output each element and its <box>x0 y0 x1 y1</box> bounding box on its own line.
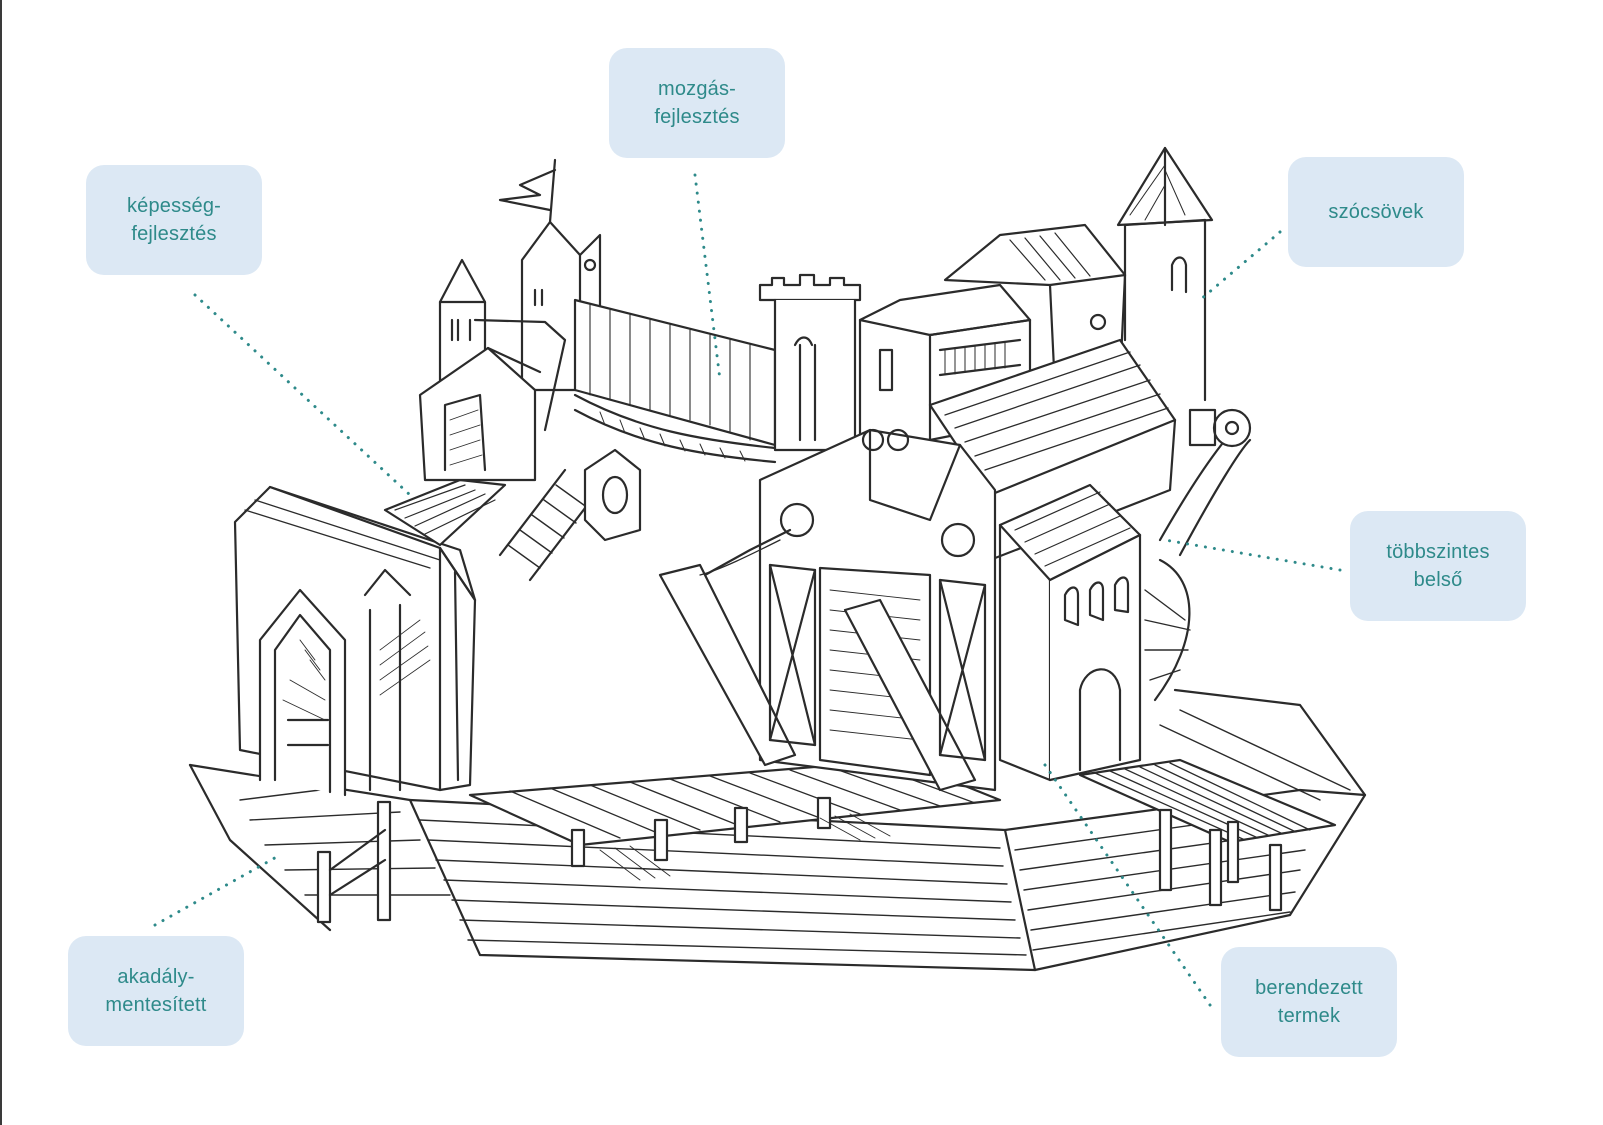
chain <box>699 539 781 576</box>
label-szocsovek-line1: szócsövek <box>1328 201 1424 223</box>
leader-line-kepesseg <box>193 293 412 497</box>
label-akadalymentesitett: akadály- mentesített <box>68 936 244 1046</box>
label-berendezett-line2: termek <box>1277 1005 1341 1027</box>
leader-line-szocsovek <box>1198 230 1282 302</box>
label-tobbszintes-line2: belső <box>1413 569 1463 591</box>
front-boardwalk <box>468 758 1002 881</box>
ramp-ladder <box>383 448 642 582</box>
leader-line-akadaly <box>153 853 282 927</box>
label-berendezett-termek: berendezett termek <box>1221 947 1397 1057</box>
label-berendezett-line1: berendezett <box>1255 977 1363 999</box>
label-akadaly-line2: mentesített <box>105 994 207 1016</box>
label-kepesseg-fejlesztes: képesség- fejlesztés <box>86 165 262 275</box>
label-kepesseg-line2: fejlesztés <box>131 223 217 245</box>
label-kepesseg-line1: képesség- <box>126 195 222 217</box>
leader-line-tobbszintes <box>1163 538 1342 572</box>
left-posts <box>316 800 392 924</box>
label-tobbszintes-belso: többszintes belső <box>1350 511 1526 621</box>
right-pier <box>1078 758 1337 912</box>
back-left-castle <box>418 158 602 482</box>
leader-line-berendezett <box>1043 763 1212 1007</box>
label-szocsovek: szócsövek <box>1288 157 1464 267</box>
round-tower <box>758 273 862 452</box>
left-gate-house <box>233 485 477 797</box>
water-wheel <box>1144 408 1252 702</box>
main-building <box>658 223 1177 792</box>
suspension-bridge <box>573 298 777 464</box>
label-akadaly-line1: akadály- <box>117 966 195 988</box>
frame-edge <box>0 0 2 1125</box>
label-tobbszintes-line1: többszintes <box>1386 541 1490 563</box>
leader-line-mozgas <box>693 173 722 382</box>
right-front-tower <box>998 483 1142 782</box>
label-mozgas-line2: fejlesztés <box>654 106 740 128</box>
label-mozgas-fejlesztes: mozgás- fejlesztés <box>609 48 785 158</box>
leader-lines <box>153 173 1342 1007</box>
label-mozgas-line1: mozgás- <box>657 78 737 100</box>
tall-right-tower <box>1116 146 1252 557</box>
